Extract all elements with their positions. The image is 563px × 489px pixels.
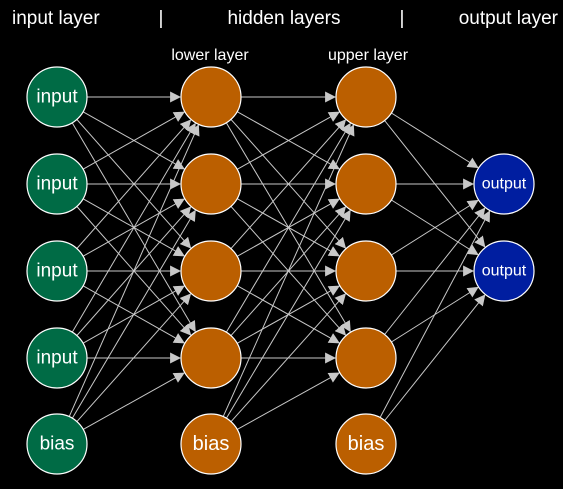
separator-left: | — [159, 8, 164, 29]
lower-node-bias: bias — [180, 413, 242, 475]
nodes: input input input input bias bias bias output ou… — [26, 66, 535, 475]
upper-node-1 — [335, 153, 397, 215]
lower-node-label: bias — [193, 433, 230, 455]
input-node-circle — [26, 413, 88, 475]
output-node-1: output — [473, 240, 535, 302]
lower-node-3 — [180, 327, 242, 389]
edge-input-4-to-lower-1 — [71, 209, 196, 419]
upper-node-circle — [335, 153, 397, 215]
upper-node-circle — [335, 240, 397, 302]
upper-node-circle — [335, 327, 397, 389]
input-node-circle — [26, 327, 88, 389]
lower-node-circle — [180, 153, 242, 215]
edge-upper-4-to-output-0 — [379, 210, 491, 418]
lower-node-circle — [180, 240, 242, 302]
edge-input-3-to-lower-0 — [71, 122, 196, 333]
input-node-2: input — [26, 240, 88, 302]
separator-right: | — [400, 8, 405, 29]
upper-node-circle — [335, 413, 397, 475]
lower-node-1 — [180, 153, 242, 215]
edge-lower-3-to-upper-0 — [225, 122, 351, 333]
lower-layer-title: lower layer — [171, 47, 249, 64]
upper-node-label: bias — [348, 433, 385, 455]
upper-node-bias: bias — [335, 413, 397, 475]
lower-node-circle — [180, 327, 242, 389]
input-node-3: input — [26, 327, 88, 389]
edge-input-4-to-lower-2 — [76, 293, 192, 422]
edge-lower-4-to-upper-2 — [230, 293, 347, 423]
upper-layer-title: upper layer — [328, 47, 409, 64]
edge-input-1-to-lower-0 — [82, 111, 185, 170]
input-node-circle — [26, 240, 88, 302]
edge-input-4-to-lower-3 — [82, 372, 185, 430]
lower-node-circle — [180, 66, 242, 128]
lower-node-circle — [180, 413, 242, 475]
input-node-label: input — [36, 174, 78, 195]
edge-lower-1-to-upper-0 — [236, 111, 340, 170]
input-node-circle — [26, 66, 88, 128]
edge-lower-2-to-upper-0 — [230, 119, 347, 249]
input-node-1: input — [26, 153, 88, 215]
input-node-label: input — [36, 261, 78, 282]
input-node-label: input — [36, 348, 78, 369]
output-node-label: output — [482, 263, 527, 280]
hidden-layers-title: hidden layers — [227, 8, 340, 29]
output-node-0: output — [473, 153, 535, 215]
edge-input-4-to-lower-0 — [68, 124, 200, 417]
output-node-circle — [473, 240, 535, 302]
input-node-label: input — [36, 87, 78, 108]
lower-node-2 — [180, 240, 242, 302]
output-layer-title: output layer — [459, 8, 559, 29]
edge-lower-4-to-upper-0 — [222, 124, 355, 417]
edge-upper-3-to-output-0 — [384, 207, 486, 335]
edge-lower-4-to-upper-3 — [236, 372, 340, 430]
input-node-label: bias — [40, 434, 75, 455]
input-node-circle — [26, 153, 88, 215]
output-node-label: output — [482, 176, 527, 193]
connections — [68, 91, 491, 430]
edge-input-2-to-lower-0 — [76, 119, 192, 249]
output-node-circle — [473, 153, 535, 215]
edge-upper-0-to-output-0 — [391, 112, 479, 169]
upper-node-circle — [335, 66, 397, 128]
upper-node-3 — [335, 327, 397, 389]
input-node-bias: bias — [26, 413, 88, 475]
input-node-0: input — [26, 66, 88, 128]
edge-lower-4-to-upper-1 — [225, 209, 351, 419]
edge-upper-2-to-output-0 — [391, 199, 479, 256]
edge-upper-4-to-output-1 — [384, 294, 486, 421]
lower-node-0 — [180, 66, 242, 128]
upper-node-2 — [335, 240, 397, 302]
upper-node-0 — [335, 66, 397, 128]
input-layer-title: input layer — [12, 8, 100, 29]
